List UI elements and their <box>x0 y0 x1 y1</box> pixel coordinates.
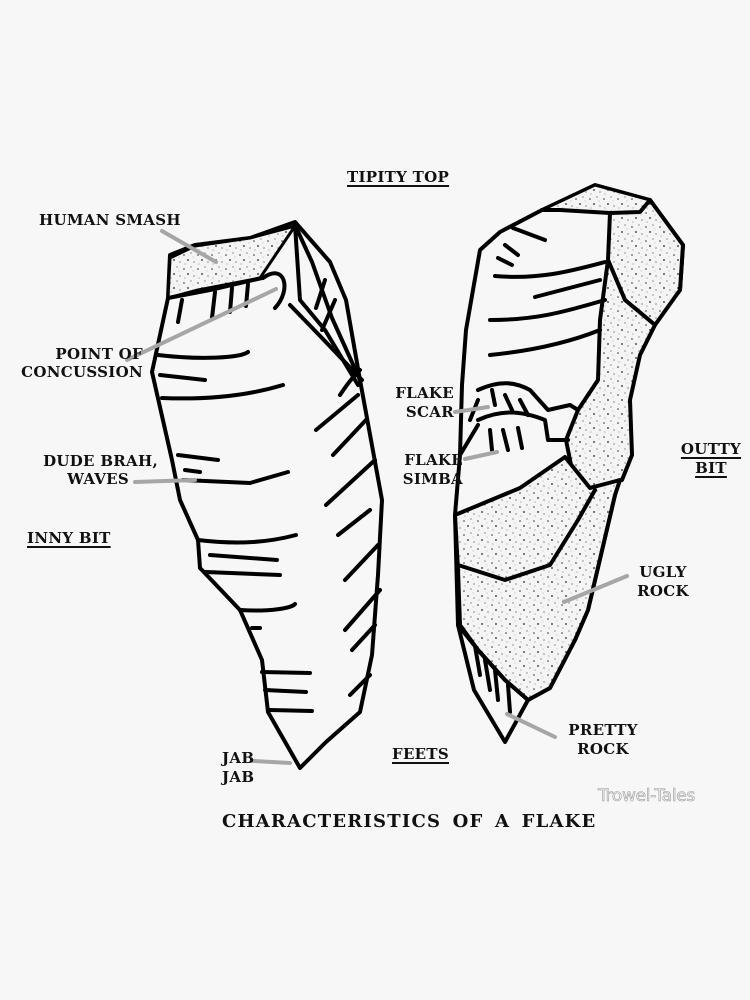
label-human-smash: HUMAN SMASH <box>39 211 181 229</box>
label-point-of-concussion-line1: POINT OF <box>55 345 143 363</box>
label-ugly-rock-line1: UGLY <box>639 563 687 581</box>
label-flake-scar-line1: FLAKE <box>395 384 454 402</box>
label-dude-brah-waves: DUDE BRAH, WAVES <box>0 452 158 488</box>
label-flake-simba-line2: SIMBA <box>402 470 463 488</box>
label-jab-line1: JAB <box>222 749 255 767</box>
label-ugly-rock-line2: ROCK <box>637 582 689 600</box>
label-tipity-top: TIPITY TOP <box>347 168 450 186</box>
label-pretty-rock-line1: PRETTY <box>568 721 638 739</box>
label-flake-scar: FLAKE SCAR <box>370 384 454 422</box>
label-outty-bit-line1: OUTTY <box>680 440 742 458</box>
label-flake-simba-line1: FLAKE <box>404 451 463 469</box>
label-ugly-rock: UGLY ROCK <box>628 563 698 601</box>
label-dude-brah-line2: WAVES <box>67 470 129 488</box>
label-flake-scar-line2: SCAR <box>405 403 454 421</box>
right-flake <box>453 183 685 744</box>
label-pretty-rock: PRETTY ROCK <box>558 721 648 759</box>
label-jab-line2: JAB <box>222 768 255 786</box>
label-flake-simba: FLAKE SIMBA <box>370 451 463 489</box>
left-flake <box>150 220 384 770</box>
watermark: Trowel-Tales <box>598 786 696 807</box>
label-feets: FEETS <box>392 745 450 763</box>
label-dude-brah-line1: DUDE BRAH, <box>43 452 158 470</box>
label-outty-bit: OUTTY BIT <box>672 440 750 478</box>
leader-lines <box>125 229 629 765</box>
diagram-title: CHARACTERISTICS OF A FLAKE <box>222 811 597 832</box>
label-point-of-concussion-line2: CONCUSSION <box>21 363 143 381</box>
label-inny-bit: INNY BIT <box>27 529 111 547</box>
label-point-of-concussion: POINT OF CONCUSSION <box>0 345 143 381</box>
label-pretty-rock-line2: ROCK <box>577 740 629 758</box>
label-outty-bit-line2: BIT <box>695 459 727 477</box>
label-jab-jab: JAB JAB <box>222 749 254 787</box>
